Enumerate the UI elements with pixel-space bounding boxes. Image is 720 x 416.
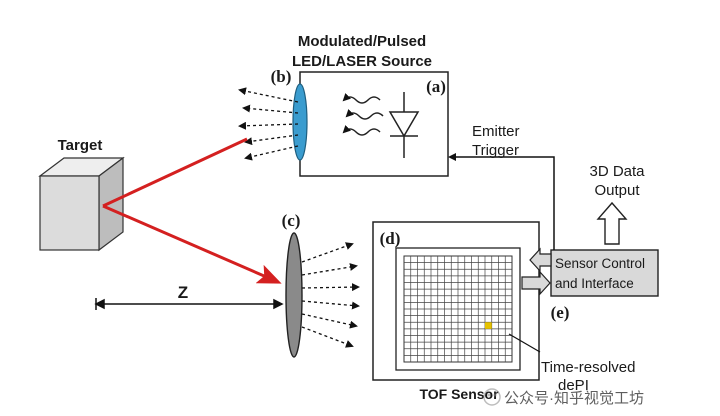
- receiver-lens: [285, 232, 303, 358]
- pixel-grid: [403, 255, 513, 363]
- interface-arrows: [521, 247, 552, 296]
- z-label: Z: [178, 283, 188, 302]
- tof-sensor-label: TOF Sensor: [419, 386, 499, 402]
- emitted-light-arrows: [238, 87, 299, 161]
- emitter-trigger-line1: Emitter: [472, 123, 520, 140]
- sensor-control-line1: Sensor Control: [555, 256, 645, 271]
- watermark-text: 公众号·知乎视觉工坊: [504, 390, 644, 407]
- received-light-arrows: [301, 242, 360, 348]
- pixel-pointer-line: [508, 333, 541, 353]
- source-title-line2: LED/LASER Source: [292, 53, 432, 70]
- label-b: (b): [271, 67, 292, 86]
- emitter-box: [299, 71, 449, 177]
- target-label: Target: [58, 137, 103, 154]
- target-cube: [38, 156, 125, 252]
- watermark-icon: [483, 388, 501, 406]
- label-a: (a): [426, 77, 446, 96]
- time-resolved-line1: Time-resolved: [541, 359, 635, 376]
- emitter-trigger-line: [448, 153, 555, 250]
- data-output-line2: Output: [594, 182, 640, 199]
- label-d: (d): [380, 229, 401, 248]
- data-output-line1: 3D Data: [589, 163, 645, 180]
- laser-ray: [102, 137, 282, 284]
- sensor-control-line2: and Interface: [555, 276, 634, 291]
- sensor-control-box: [550, 249, 659, 297]
- z-distance-line: [94, 298, 284, 310]
- light-waves-icon: [342, 92, 384, 136]
- highlighted-pixel: [485, 322, 492, 329]
- time-resolved-line2: dePI: [558, 377, 589, 394]
- source-title-line1: Modulated/Pulsed: [298, 33, 426, 50]
- output-up-arrow-icon: [596, 201, 628, 245]
- label-e: (e): [551, 303, 570, 322]
- diode-icon: [388, 92, 420, 158]
- emitter-trigger-line2: Trigger: [472, 142, 519, 159]
- label-c: (c): [282, 211, 301, 230]
- emitter-lens: [292, 83, 308, 161]
